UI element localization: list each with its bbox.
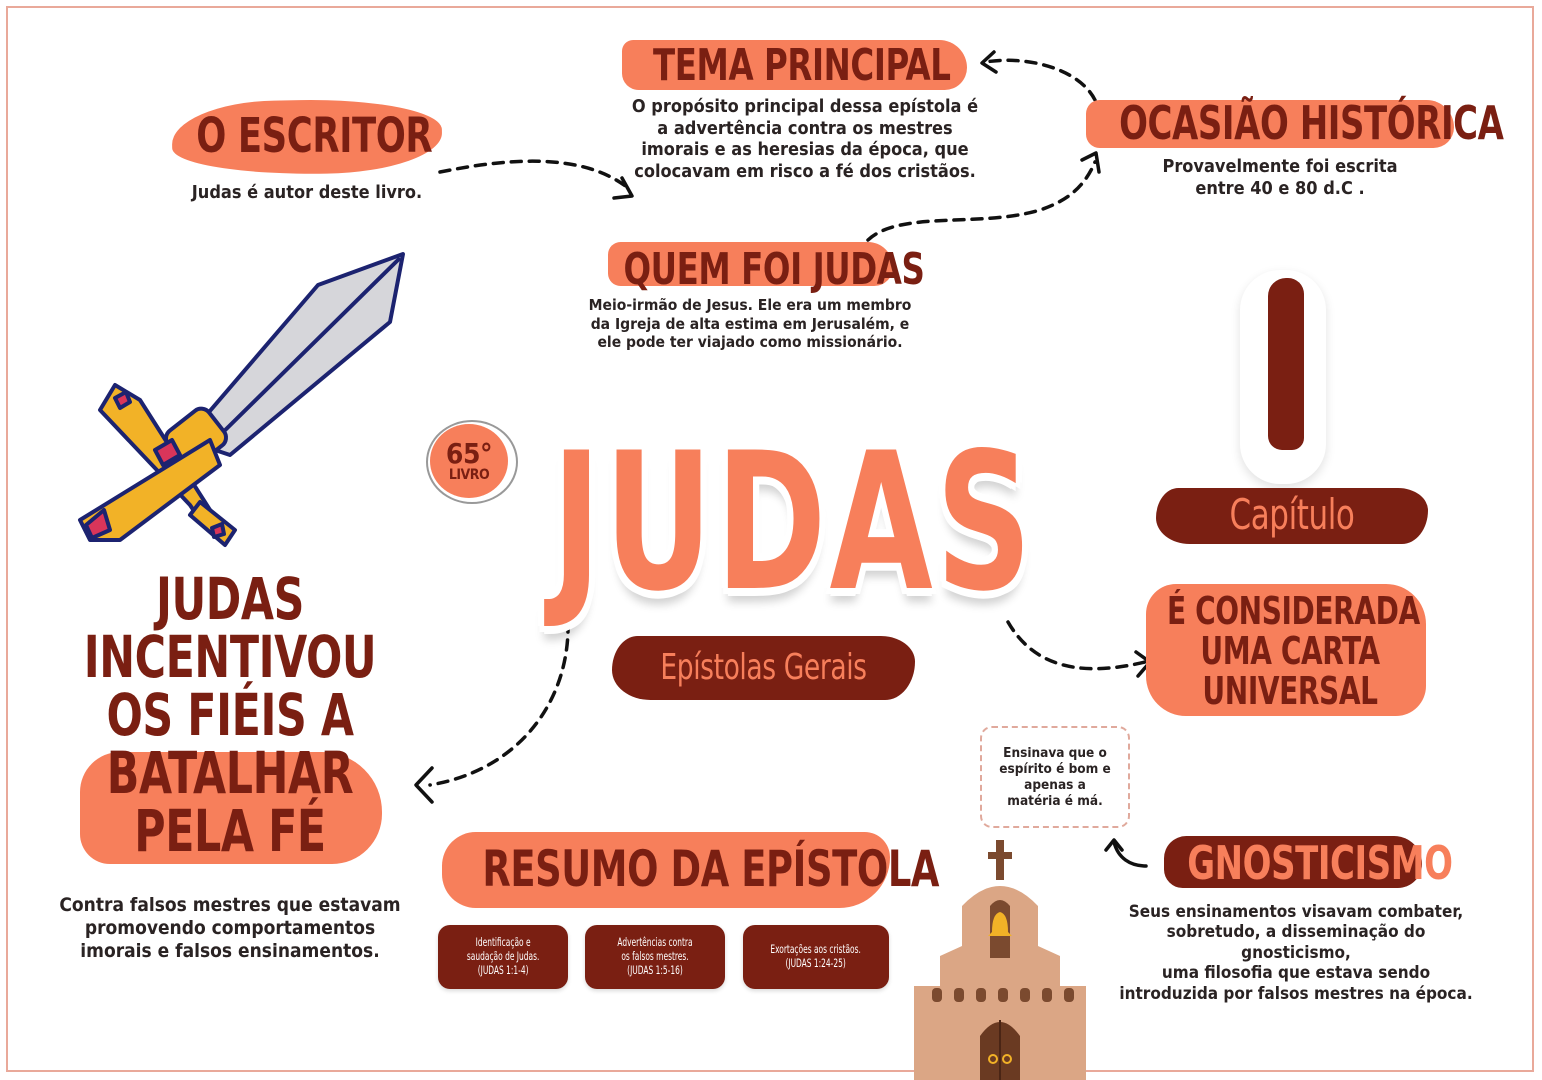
summary-box-line: (JUDAS 1:24-25) (785, 956, 847, 970)
gnosticism-line: introduzida por falsos mestres na época. (1119, 983, 1473, 1004)
writer-heading: O ESCRITOR (196, 108, 433, 164)
theme-heading: TEMA PRINCIPAL (653, 40, 951, 91)
who-text: Meio-irmão de Jesus. Ele era um membro d… (580, 296, 920, 352)
category-label: Epístolas Gerais (660, 647, 867, 688)
gnosticism-note-line: Ensinava que o (1003, 744, 1107, 761)
book-label: LIVRO (448, 467, 490, 483)
summary-box-2: Advertências contra os falsos mestres. (… (585, 925, 725, 989)
who-line: da Igreja de alta estima em Jerusalém, e (590, 314, 910, 333)
encouragement-line: INCENTIVOU (83, 623, 377, 691)
encouragement-line: OS FIÉIS A (106, 681, 354, 749)
theme-heading-highlight (622, 40, 967, 90)
encouragement-line: JUDAS (155, 565, 305, 633)
gnosticism-text: Seus ensinamentos visavam combater, sobr… (1110, 902, 1482, 1004)
book-number: 65° (445, 437, 493, 470)
writer-text: Judas é autor deste livro. (191, 182, 423, 203)
gnosticism-heading: GNOSTICISMO (1187, 836, 1453, 890)
occasion-heading: OCASIÃO HISTÓRICA (1119, 96, 1504, 150)
gnosticism-note-line: espírito é bom e (999, 760, 1111, 777)
summary-box-line: Advertências contra (617, 935, 693, 950)
church-icon (914, 840, 1086, 1080)
encouragement-text-line: Contra falsos mestres que estavam (59, 894, 401, 916)
who-line: Meio-irmão de Jesus. Ele era um membro (588, 296, 912, 314)
summary-box-3: Exortações aos cristãos. (JUDAS 1:24-25) (743, 925, 889, 989)
encouragement-line: PELA FÉ (134, 797, 326, 865)
occasion-heading-highlight (1086, 100, 1454, 148)
theme-line: O propósito principal dessa epístola é (631, 96, 979, 117)
universal-highlight (1146, 584, 1426, 716)
occasion-line: Provavelmente foi escrita (1162, 156, 1398, 177)
gnosticism-heading-badge (1164, 836, 1422, 888)
gnosticism-line: uma filosofia que estava sendo (1161, 963, 1431, 984)
gnosticism-note: Ensinava que o espírito é bom e apenas a… (980, 726, 1130, 828)
sword-icon (78, 252, 405, 547)
theme-line: a advertência contra os mestres (657, 117, 953, 139)
theme-line: imorais e as heresias da época, que (641, 139, 969, 161)
chapter-count: 1 (1268, 278, 1304, 450)
who-heading-highlight (608, 242, 893, 286)
summary-heading: RESUMO DA EPÍSTOLA (482, 840, 940, 898)
summary-box-line: os falsos mestres. (621, 949, 689, 964)
encouragement-line: BATALHAR (106, 739, 354, 807)
gnosticism-note-line: matéria é má. (1007, 793, 1103, 810)
universal-line: UMA CARTA (1200, 628, 1380, 673)
summary-heading-highlight (442, 832, 890, 908)
chapter-label: Capítulo (1229, 490, 1355, 539)
summary-box-1: Identificação e saudação de Judas. (JUDA… (438, 925, 568, 989)
encouragement-text-line: imorais e falsos ensinamentos. (80, 939, 380, 962)
gnosticism-note-text: Ensinava que o espírito é bom e apenas a… (999, 745, 1110, 810)
encouragement-heading: JUDAS INCENTIVOU OS FIÉIS A BATALHAR PEL… (82, 570, 377, 860)
book-number-badge: 65° LIVRO (430, 424, 508, 498)
gnosticism-line: Seus ensinamentos visavam combater, (1128, 902, 1464, 922)
theme-text: O propósito principal dessa epístola é a… (610, 96, 1000, 182)
who-line: ele pode ter viajado como missionário. (597, 333, 903, 352)
summary-box-line: (JUDAS 1:1-4) (477, 962, 529, 977)
gnosticism-note-line: apenas a (1024, 777, 1086, 793)
page-frame (6, 6, 1534, 1072)
summary-box-line: saudação de Judas. (466, 949, 540, 964)
category-badge (612, 636, 915, 700)
occasion-text: Provavelmente foi escrita entre 40 e 80 … (1110, 156, 1450, 199)
summary-box-line: (JUDAS 1:5-16) (627, 962, 683, 977)
book-title: JUDAS (551, 412, 1035, 633)
universal-text: É CONSIDERADA UMA CARTA UNIVERSAL (1167, 589, 1420, 713)
universal-line: É CONSIDERADA (1167, 589, 1420, 633)
who-heading: QUEM FOI JUDAS (623, 244, 925, 295)
gnosticism-line: sobretudo, a disseminação do gnosticismo… (1166, 922, 1426, 963)
book-number-ring (426, 420, 518, 504)
summary-box-line: Identificação e (475, 935, 531, 950)
encouragement-text: Contra falsos mestres que estavam promov… (50, 894, 410, 962)
occasion-line: entre 40 e 80 d.C . (1195, 177, 1365, 199)
theme-line: colocavam em risco a fé dos cristãos. (634, 160, 976, 182)
summary-box-line: Exortações aos cristãos. (770, 942, 862, 957)
universal-line: UNIVERSAL (1202, 668, 1378, 713)
encouragement-text-line: promovendo comportamentos (84, 916, 376, 939)
encouragement-highlight (80, 752, 382, 864)
chapter-label-badge (1156, 488, 1428, 544)
